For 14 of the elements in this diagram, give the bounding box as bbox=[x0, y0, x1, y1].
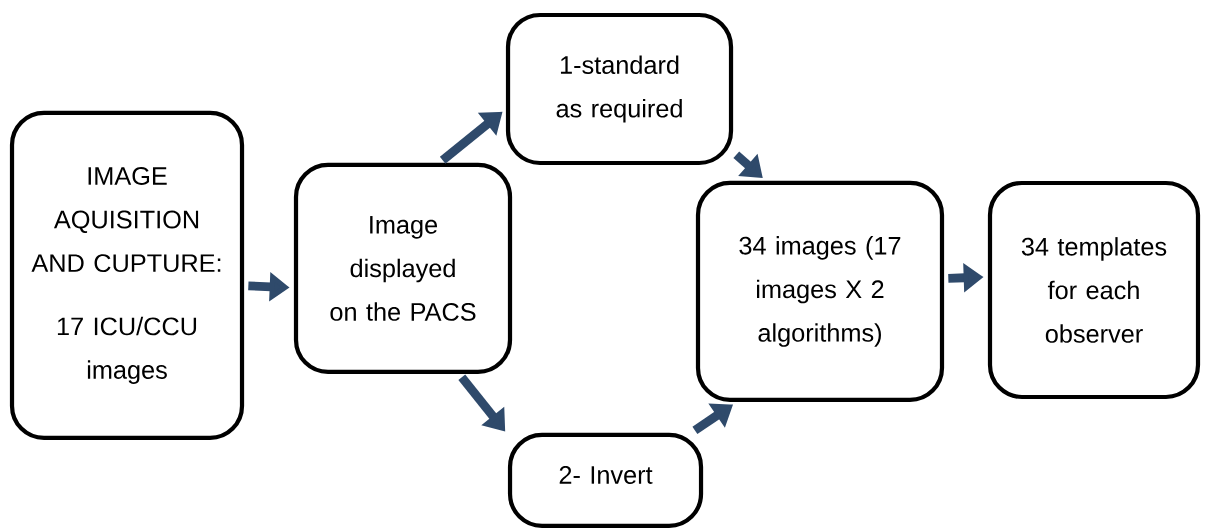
node-label: 1-standard as required bbox=[556, 55, 682, 123]
process-box bbox=[293, 162, 513, 375]
arrow bbox=[733, 151, 763, 178]
process-box bbox=[9, 110, 245, 441]
node-label: IMAGE AQUISITION AND CUPTURE: bbox=[31, 166, 221, 273]
process-box bbox=[695, 180, 945, 403]
node-label: Image displayed on the PACS bbox=[330, 216, 476, 321]
process-box bbox=[505, 12, 734, 166]
node-label: 34 templates for each observer bbox=[1021, 237, 1167, 343]
process-box bbox=[987, 180, 1201, 400]
node-label: 34 images (17 images X 2 algorithms) bbox=[739, 236, 901, 347]
node-label: 2- Invert bbox=[559, 466, 653, 484]
node-label: 17 ICU/CCU images bbox=[57, 316, 197, 384]
process-box bbox=[507, 432, 704, 529]
